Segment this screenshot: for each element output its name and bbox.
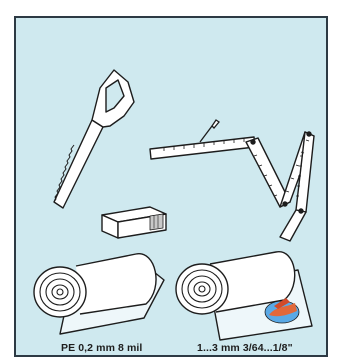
sanding-block-icon <box>102 207 166 238</box>
knife-icon <box>200 120 219 142</box>
folding-ruler-icon <box>150 132 314 241</box>
pe-foil-roll-icon <box>34 254 164 334</box>
insulation-roll-icon <box>176 252 312 340</box>
insulation-caption: 1...3 mm 3/64...1/8" <box>197 342 293 354</box>
pe-foil-caption: PE 0,2 mm 8 mil <box>61 342 142 354</box>
tools-materials-panel: PE 0,2 mm 8 mil 1...3 mm 3/64...1/8" <box>14 16 328 357</box>
saw-icon <box>54 70 134 208</box>
illustrations <box>14 16 328 357</box>
